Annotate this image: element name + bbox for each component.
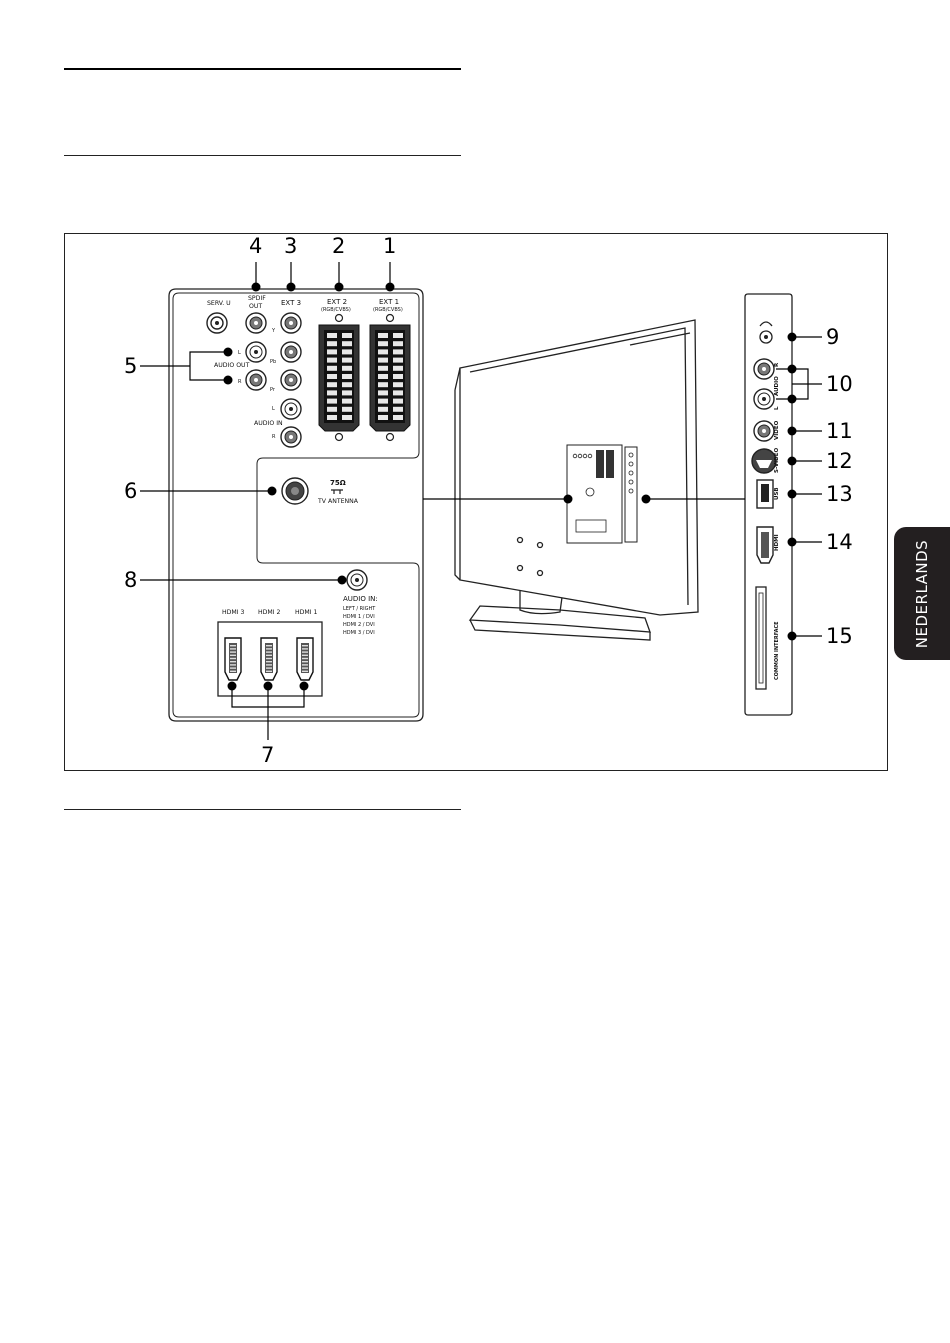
side-video-label: VIDEO [774,420,780,440]
ext1-screw-bottom [387,434,394,441]
ext2-screw-top [336,315,343,322]
callout-number-15: 15 [826,624,853,648]
callout-number-14: 14 [826,530,853,554]
spdif-label-line1: SPDIF [248,295,266,302]
callout-number-3: 3 [284,234,297,258]
common-interface-slot [756,587,766,689]
side-hdmi-label: HDMI [774,534,780,551]
tv-rear-illustration [455,320,698,640]
audio-in-hdmi-line: HDMI 3 / DVI [343,630,375,636]
serv-u-port [207,313,227,333]
antenna-symbol-icon [331,490,343,494]
antenna-ohm-label: 75Ω [330,479,346,487]
hdmi2-label: HDMI 2 [258,609,281,616]
side-audio-r-label: R [774,362,780,367]
callout-number-10: 10 [826,372,853,396]
audio-out-label: AUDIO OUT [214,362,250,369]
y-label: Y [271,328,276,334]
side-audio-l-label: L [774,406,780,410]
side-panel [745,294,792,715]
ext2-screw-bottom [336,434,343,441]
spdif-out-port [246,313,266,333]
callout-number-9: 9 [826,325,839,349]
callout-number-5: 5 [124,354,137,378]
audio-in-l-label: L [272,406,275,412]
ext1-screw-top [387,315,394,322]
audio-in-hdmi-title: AUDIO IN: [343,595,378,603]
callout-number-6: 6 [124,479,137,503]
hdmi-ports [225,638,313,680]
headphone-icon [760,322,772,326]
serv-u-label: SERV. U [207,300,231,307]
audio-in-hdmi-line: HDMI 1 / DVI [343,614,375,620]
pb-label: Pb [270,359,276,365]
ext3-component-ports [281,313,301,447]
callout-number-2: 2 [332,234,345,258]
audio-in-r-label: R [272,434,276,440]
callout-number-13: 13 [826,482,853,506]
audio-out-l-label: L [238,350,241,356]
ext3-label: EXT 3 [281,299,301,307]
ext1-label: EXT 1 [379,298,399,306]
hdmi3-label: HDMI 3 [222,609,245,616]
antenna-port [282,478,308,504]
ext1-scart-connector [370,325,410,431]
audio-out-r-label: R [238,379,242,385]
callout-number-11: 11 [826,419,853,443]
pr-label: Pr [270,387,276,393]
callout-number-4: 4 [249,234,262,258]
audio-in-hdmi-port [347,570,367,590]
ext2-sub-label: (RGB/CVBS) [321,307,351,313]
callout-number-8: 8 [124,568,137,592]
antenna-label: TV ANTENNA [317,498,359,505]
side-audio-label: AUDIO [774,376,780,396]
audio-in-label: AUDIO IN [254,420,283,427]
callout-number-12: 12 [826,449,853,473]
ext1-sub-label: (RGB/CVBS) [373,307,403,313]
callout-number-7: 7 [261,743,274,767]
common-interface-label: COMMON INTERFACE [774,621,780,680]
s-video-label: S-VIDEO [774,448,780,473]
callout-number-1: 1 [383,234,396,258]
ext2-scart-connector [319,325,359,431]
audio-in-hdmi-line: LEFT / RIGHT [343,606,376,612]
usb-label: USB [774,487,780,500]
spdif-label-line2: OUT [249,303,262,310]
audio-in-hdmi-line: HDMI 2 / DVI [343,622,375,628]
ext2-label: EXT 2 [327,298,347,306]
hdmi1-label: HDMI 1 [295,609,318,616]
